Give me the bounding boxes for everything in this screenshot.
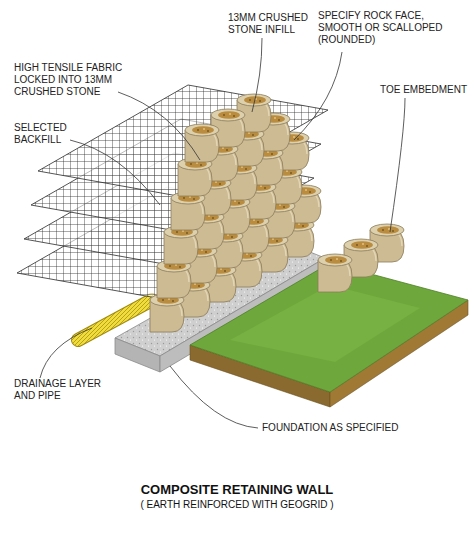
- callout-label: SELECTED BACKFILL: [14, 122, 78, 146]
- leader-line: [390, 98, 405, 232]
- callout-label: HIGH TENSILE FABRIC LOCKED INTO 13MM CRU…: [14, 62, 130, 98]
- callout-label: TOE EMBEDMENT: [380, 84, 472, 96]
- wall-block: [318, 254, 352, 292]
- leader-line: [294, 52, 342, 140]
- leader-line: [40, 328, 92, 378]
- callout-label: SPECIFY ROCK FACE, SMOOTH OR SCALLOPED (…: [318, 10, 443, 46]
- diagram-title: COMPOSITE RETAINING WALL: [0, 482, 474, 497]
- wall-block: [164, 226, 198, 264]
- wall-block: [150, 294, 184, 332]
- wall-blocks: [150, 94, 321, 332]
- geogrid-sheet: [17, 85, 328, 298]
- diagram-caption: ( EARTH REINFORCED WITH GEOGRID ): [0, 499, 474, 510]
- wall-block: [178, 158, 212, 196]
- wall-block: [185, 124, 219, 162]
- wall-block: [171, 192, 205, 230]
- leader-line: [70, 140, 160, 205]
- callout-label: FOUNDATION AS SPECIFIED: [262, 422, 432, 434]
- drainage-pipe: [78, 300, 152, 340]
- leader-line: [170, 366, 258, 428]
- toe-blocks: [318, 224, 404, 292]
- callout-label: 13MM CRUSHED STONE INFILL: [228, 12, 314, 36]
- wall-block: [157, 260, 191, 298]
- callout-label: DRAINAGE LAYER AND PIPE: [14, 378, 109, 402]
- leader-line: [118, 92, 200, 160]
- leader-line: [252, 38, 262, 112]
